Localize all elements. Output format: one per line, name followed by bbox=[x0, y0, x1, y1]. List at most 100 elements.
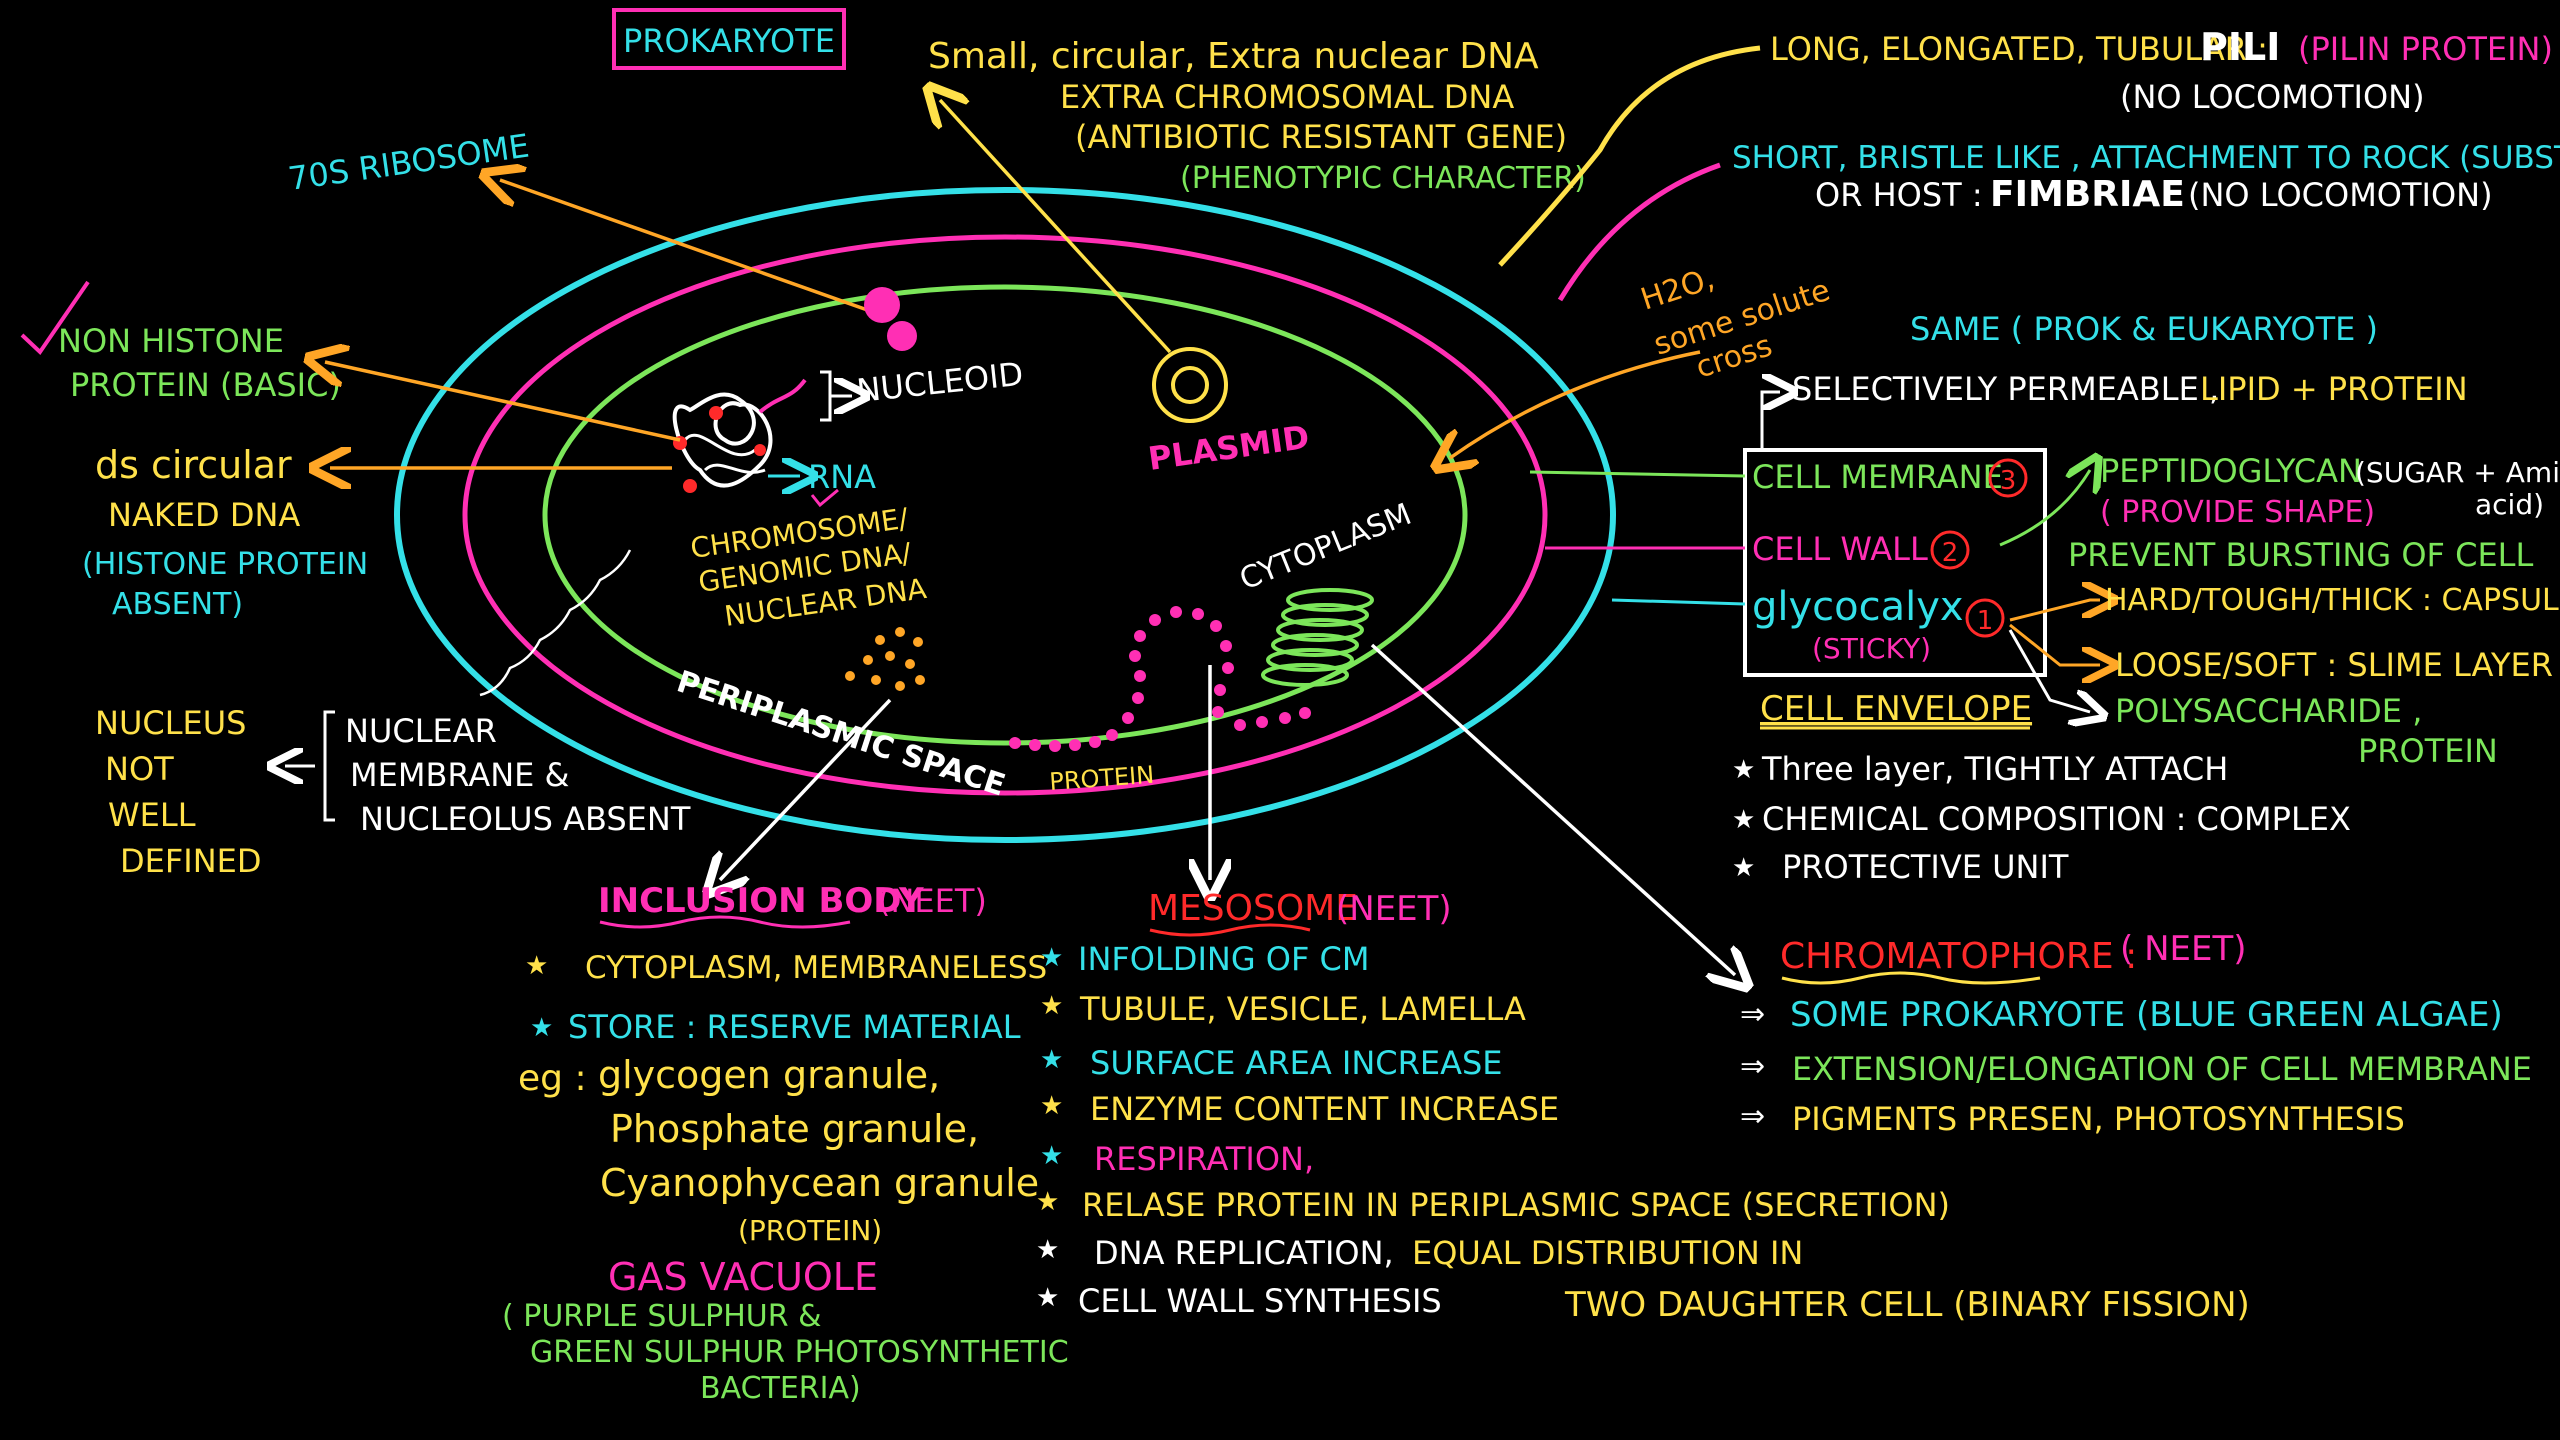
poly-arrow bbox=[2008, 629, 2090, 712]
rna-strand bbox=[758, 378, 807, 414]
protein-label: PROTEIN bbox=[1048, 761, 1155, 796]
plasmid-desc-4: (PHENOTYPIC CHARACTER) bbox=[1180, 161, 1586, 196]
cw-label: CELL WALL bbox=[1752, 530, 1928, 568]
cw-number: 2 bbox=[1942, 538, 1959, 568]
nucleus-squiggle bbox=[479, 549, 632, 697]
plasmid-label: PLASMID bbox=[1146, 418, 1312, 478]
page-title: PROKARYOTE bbox=[623, 22, 835, 60]
mesosome-point-1: INFOLDING OF CM bbox=[1078, 940, 1370, 978]
pepti-label-d: ( PROVIDE SHAPE) bbox=[2100, 495, 2375, 530]
nonhistone-check bbox=[20, 280, 90, 356]
poly-label-a: POLYSACCHARIDE , bbox=[2115, 692, 2422, 730]
mesosome-star-4: ★ bbox=[1040, 1091, 1063, 1121]
mesosome-point-8: CELL WALL SYNTHESIS bbox=[1078, 1282, 1442, 1320]
ribosome-label: 70S RIBOSOME bbox=[286, 127, 532, 198]
selective-label-a: SELECTIVELY PERMEABLE , bbox=[1792, 370, 2219, 408]
nonhistone-arrow bbox=[325, 362, 681, 442]
envelope-title: CELL ENVELOPE bbox=[1760, 689, 2032, 729]
h2o-label-1: H2O, bbox=[1637, 261, 1719, 317]
nm-label-1: NUCLEAR bbox=[345, 712, 497, 750]
glycocalyx-label: glycocalyx bbox=[1752, 584, 1964, 630]
pepti-arrow bbox=[1999, 470, 2090, 547]
nucleoid-bracket bbox=[820, 370, 832, 422]
envelope-box bbox=[1743, 448, 2047, 677]
gas-vacuole-title: GAS VACUOLE bbox=[608, 1255, 878, 1299]
ribosome-arrow bbox=[500, 180, 891, 320]
chromatophore-bullet-1: ⇒ bbox=[1740, 997, 1765, 1032]
chromatophore-arrow bbox=[1370, 643, 1735, 975]
prevent-label: PREVENT BURSTING OF CELL bbox=[2068, 536, 2533, 574]
mesosome-point-2: TUBULE, VESICLE, LAMELLA bbox=[1079, 990, 1526, 1028]
plasmid-desc-2: EXTRA CHROMOSOMAL DNA bbox=[1060, 78, 1514, 116]
ds-label-2: NAKED DNA bbox=[108, 496, 300, 534]
nm-label-2: MEMBRANE & bbox=[350, 756, 570, 794]
slime-label: LOOSE/SOFT : SLIME LAYER bbox=[2115, 646, 2553, 684]
ribosome-large bbox=[864, 287, 900, 323]
pepti-label-c: acid) bbox=[2475, 488, 2544, 521]
chromatophore-title: CHROMATOPHORE : bbox=[1780, 936, 2137, 977]
gly-number-circle bbox=[1965, 598, 2005, 638]
rna-label: RNA bbox=[808, 458, 876, 496]
chromatophore-bullet-2: ⇒ bbox=[1740, 1049, 1765, 1084]
envelope-point-1: Three layer, TIGHTLY ATTACH bbox=[1761, 750, 2228, 788]
h2o-arrow bbox=[1450, 350, 1701, 458]
same-label: SAME ( PROK & EUKARYOTE ) bbox=[1910, 310, 2378, 348]
pepti-label-a: PEPTIDOGLYCAN bbox=[2100, 452, 2362, 490]
nm-label-3: NUCLEOLUS ABSENT bbox=[360, 800, 691, 838]
gas-point-1: ( PURPLE SULPHUR & bbox=[502, 1299, 822, 1334]
mesosome-point-6: RELASE PROTEIN IN PERIPLASMIC SPACE (SEC… bbox=[1082, 1186, 1950, 1224]
mesosome-star-5: ★ bbox=[1040, 1141, 1063, 1171]
nucleus-label-2: NOT bbox=[105, 750, 174, 788]
cell-membrane-outline bbox=[542, 284, 1468, 746]
glycocalyx-outline bbox=[394, 187, 1616, 843]
cm-number-circle bbox=[1988, 458, 2028, 498]
ds-label-1: ds circular bbox=[95, 443, 292, 487]
cm-connector bbox=[1529, 470, 1746, 478]
mesosome-star-7: ★ bbox=[1036, 1235, 1059, 1265]
envelope-point-2: CHEMICAL COMPOSITION : COMPLEX bbox=[1762, 800, 2351, 838]
pili-desc-c: (PILIN PROTEIN) bbox=[2298, 30, 2553, 68]
inclusion-point-5: Cyanophycean granule bbox=[600, 1161, 1039, 1205]
ds-label-3: (HISTONE PROTEIN bbox=[82, 547, 368, 582]
nucleus-label-3: WELL bbox=[108, 796, 196, 834]
mesosome-point-7a: DNA REPLICATION, bbox=[1094, 1234, 1394, 1272]
inclusion-granules bbox=[845, 627, 925, 691]
plasmid-inner bbox=[1171, 366, 1209, 404]
inclusion-point-3: glycogen granule, bbox=[598, 1053, 940, 1097]
chromatophore-bullet-3: ⇒ bbox=[1740, 1099, 1765, 1134]
gas-point-2: GREEN SULPHUR PHOTOSYNTHETIC bbox=[530, 1335, 1069, 1370]
chromatophore-point-3: PIGMENTS PRESEN, PHOTOSYNTHESIS bbox=[1792, 1100, 2405, 1138]
inclusion-title: INCLUSION BODY bbox=[598, 881, 924, 921]
envelope-star-2: ★ bbox=[1732, 805, 1755, 835]
plasmid-desc-1: Small, circular, Extra nuclear DNA bbox=[928, 36, 1539, 77]
gas-point-3: BACTERIA) bbox=[700, 1371, 861, 1406]
inclusion-point-6: (PROTEIN) bbox=[738, 1214, 882, 1247]
cm-label: CELL MEMRANE bbox=[1752, 458, 2003, 496]
chromatophore-coil bbox=[1261, 588, 1374, 687]
plasmid-arrow bbox=[940, 100, 1172, 354]
sticky-label: (STICKY) bbox=[1812, 632, 1931, 665]
mesosome-dots bbox=[1009, 606, 1311, 752]
fimbriae-desc-b: OR HOST : bbox=[1815, 176, 1983, 214]
mesosome-star-6: ★ bbox=[1036, 1187, 1059, 1217]
envelope-point-3: PROTECTIVE UNIT bbox=[1782, 848, 2069, 886]
fimbriae-line bbox=[1557, 162, 1721, 302]
pili-desc-b: PILI bbox=[2200, 25, 2280, 69]
inclusion-point-1: CYTOPLASM, MEMBRANELESS bbox=[585, 950, 1047, 986]
capsule-label: HARD/TOUGH/THICK : CAPSULE bbox=[2105, 583, 2560, 618]
cell-wall-outline bbox=[462, 234, 1548, 796]
mesosome-star-8: ★ bbox=[1036, 1283, 1059, 1313]
ribosome-small bbox=[887, 321, 917, 351]
periplasmic-space-label: PERIPLASMIC SPACE bbox=[673, 664, 1010, 803]
nucleus-label-4: DEFINED bbox=[120, 842, 262, 880]
nucleus-label-1: NUCLEUS bbox=[95, 704, 246, 742]
mesosome-point-7b: EQUAL DISTRIBUTION IN bbox=[1412, 1234, 1803, 1272]
mesosome-title: MESOSOME bbox=[1148, 888, 1358, 929]
ds-label-4: ABSENT) bbox=[112, 587, 243, 622]
gly-connector bbox=[1611, 598, 1746, 606]
fimbriae-desc-c: FIMBRIAE bbox=[1990, 174, 2185, 215]
pili-line bbox=[1498, 45, 1761, 267]
inclusion-eg: eg : bbox=[518, 1058, 587, 1099]
inclusion-point-2: STORE : RESERVE MATERIAL bbox=[568, 1008, 1021, 1046]
